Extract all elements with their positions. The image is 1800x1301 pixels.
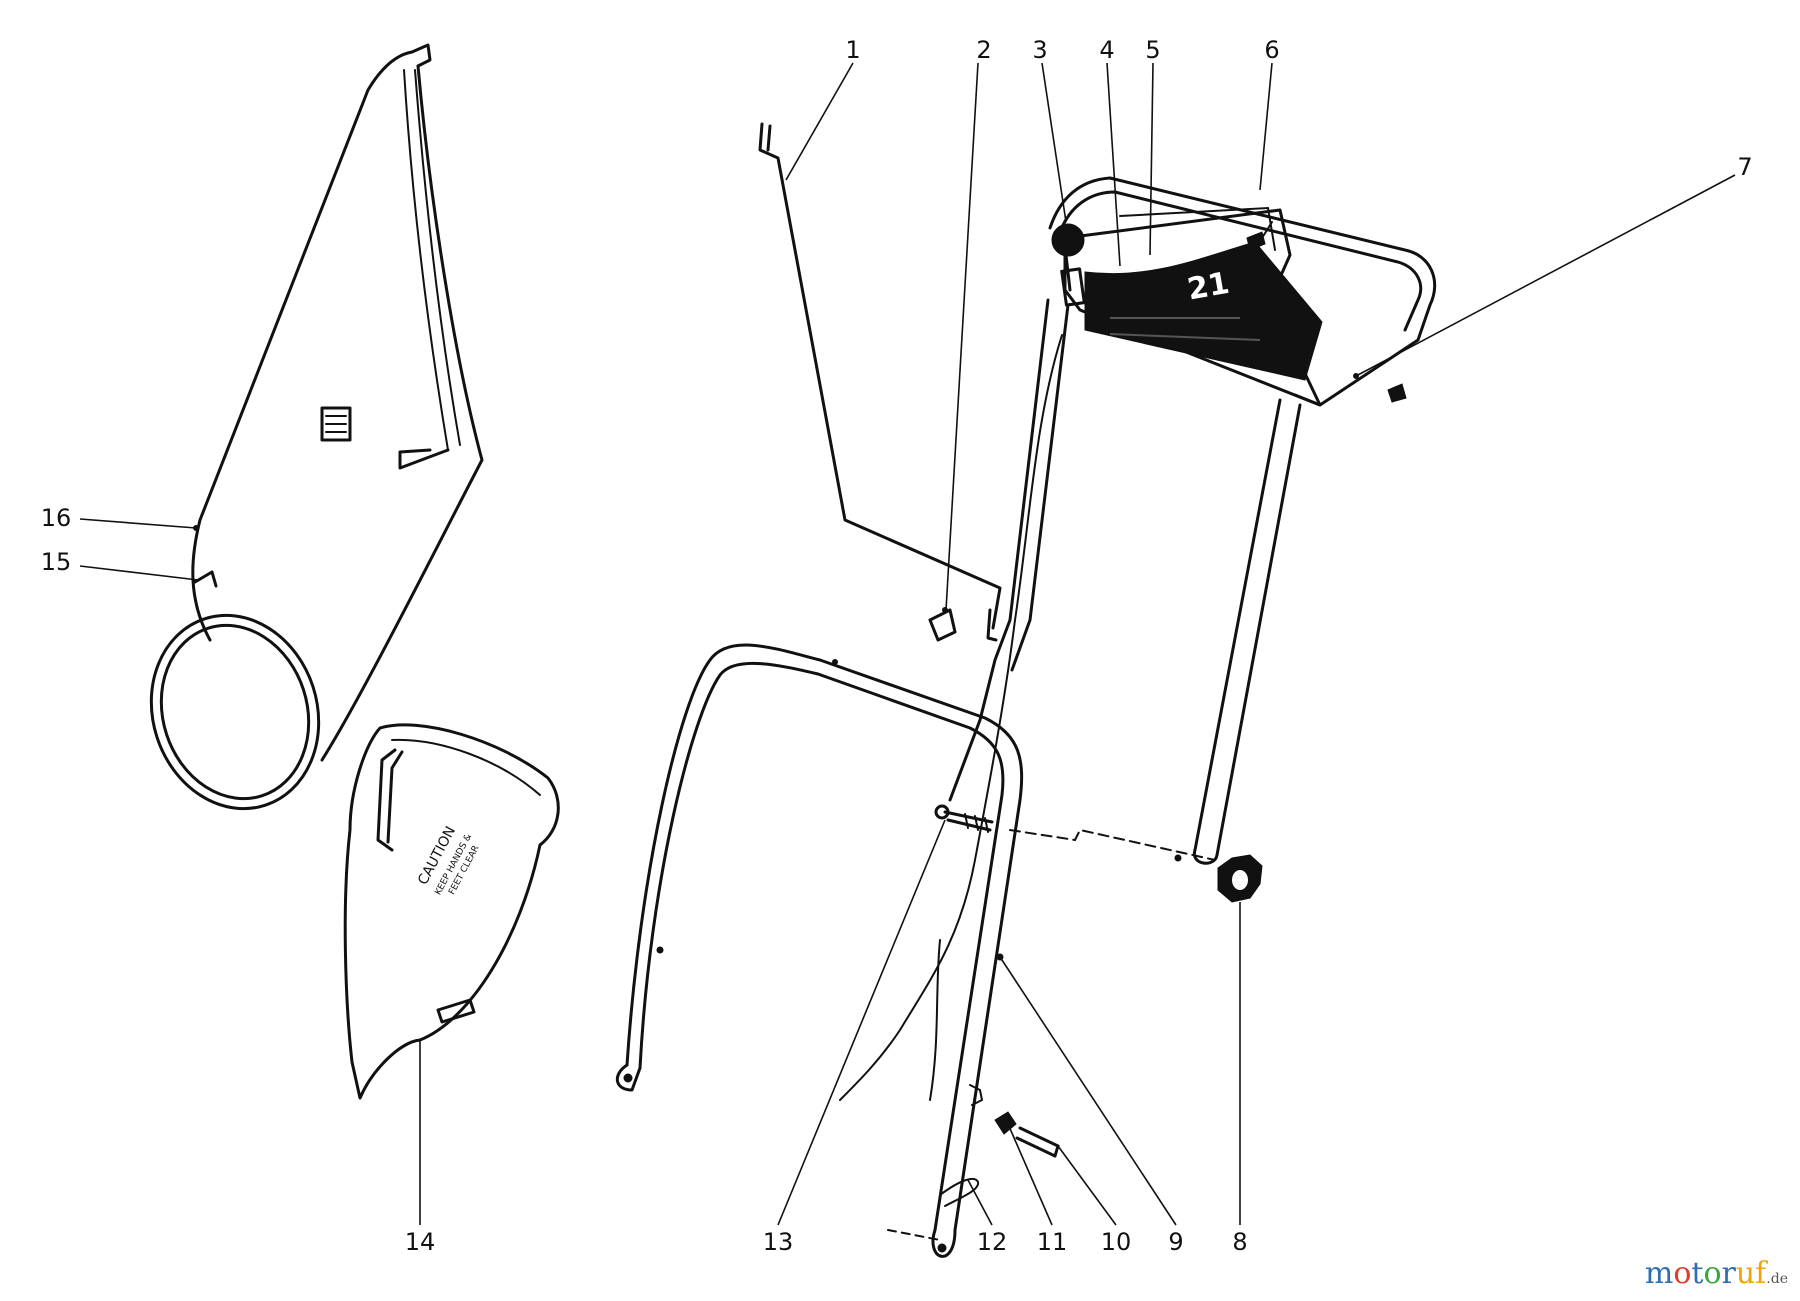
callout-11: 11 (1037, 1228, 1068, 1256)
model-decal: 21 (1185, 266, 1232, 308)
control-rod (758, 122, 1002, 642)
site-watermark: motoruf.de (1644, 1256, 1788, 1291)
callout-2: 2 (976, 36, 991, 64)
handle-knob (1217, 854, 1263, 903)
plate-screw (1246, 221, 1273, 251)
callout-1: 1 (845, 36, 860, 64)
callout-9: 9 (1168, 1228, 1183, 1256)
small-hardware (939, 1111, 1060, 1207)
callouts: 1 2 3 4 5 6 7 8 9 10 11 12 13 14 15 16 (41, 36, 1753, 1256)
grass-bag (149, 43, 484, 811)
leader-lines (79, 62, 1736, 1226)
callout-12: 12 (977, 1228, 1008, 1256)
callout-5: 5 (1145, 36, 1160, 64)
callout-13: 13 (763, 1228, 794, 1256)
assembly-lines (887, 828, 1216, 1241)
callout-6: 6 (1264, 36, 1279, 64)
cable (839, 334, 1063, 1106)
callout-3: 3 (1032, 36, 1047, 64)
callout-15: 15 (41, 548, 72, 576)
control-lever (1051, 223, 1086, 307)
callout-10: 10 (1101, 1228, 1132, 1256)
callout-8: 8 (1232, 1228, 1247, 1256)
callout-7: 7 (1737, 153, 1752, 181)
caution-decal: CAUTION KEEP HANDS & FEET CLEAR (415, 824, 482, 897)
discharge-chute (343, 723, 560, 1100)
callout-16: 16 (41, 504, 72, 532)
clip (928, 607, 957, 642)
carriage-bolt (934, 804, 994, 833)
handle-lower (616, 643, 1024, 1258)
callout-4: 4 (1099, 36, 1114, 64)
callout-14: 14 (405, 1228, 436, 1256)
handle-upper: 21 (948, 176, 1437, 865)
